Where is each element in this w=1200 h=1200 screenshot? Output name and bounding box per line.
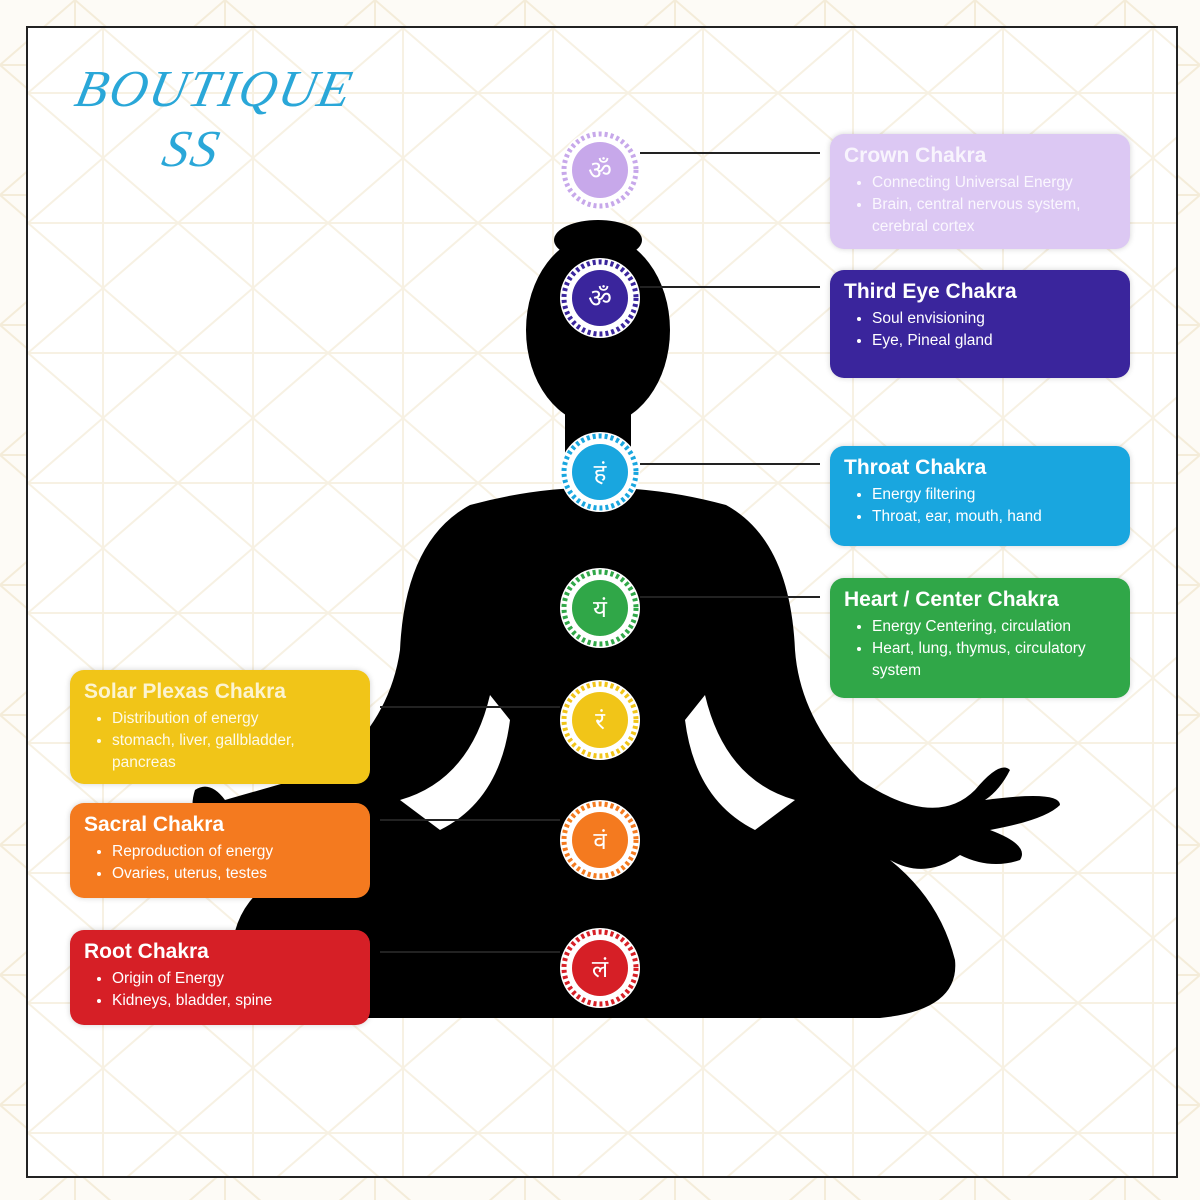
svg-text:हं: हं [594,459,608,487]
card-bullet: Energy Centering, circulation [872,616,1116,638]
card-bullet: Throat, ear, mouth, hand [872,506,1116,528]
card-bullet: Heart, lung, thymus, circulatory system [872,638,1116,682]
chakra-card-crown: Crown Chakra Connecting Universal Energy… [830,134,1130,249]
card-bullet: Brain, central nervous system, cerebral … [872,194,1116,238]
card-title: Solar Plexas Chakra [84,680,286,703]
svg-text:रं: रं [595,707,606,735]
yam-symbol-icon: यं [560,568,640,648]
svg-text:यं: यं [593,595,608,623]
card-title: Root Chakra [84,940,209,963]
ajna-symbol-icon: ॐ [560,258,640,338]
card-bullet: Distribution of energy [112,708,356,730]
chakra-card-root: Root Chakra Origin of Energy Kidneys, bl… [70,930,370,1025]
card-bullet: Ovaries, uterus, testes [112,863,356,885]
svg-text:ॐ: ॐ [588,156,612,186]
lam-symbol-icon: लं [560,928,640,1008]
card-bullet: stomach, liver, gallbladder, pancreas [112,730,356,774]
card-bullet: Reproduction of energy [112,841,356,863]
om-symbol-icon: ॐ [560,130,640,210]
card-bullet: Kidneys, bladder, spine [112,990,356,1012]
svg-text:वं: वं [593,827,607,855]
ram-symbol-icon: रं [560,680,640,760]
card-title: Crown Chakra [844,144,987,167]
chakra-badges: ॐ ॐ हं यं रं वं [560,130,640,1008]
card-title: Throat Chakra [844,456,987,479]
chakra-card-heart: Heart / Center Chakra Energy Centering, … [830,578,1130,698]
ham-symbol-icon: हं [560,432,640,512]
card-title: Sacral Chakra [84,813,225,836]
card-title: Heart / Center Chakra [844,588,1059,611]
chakra-card-solar-plexus: Solar Plexas Chakra Distribution of ener… [70,670,370,784]
chakra-card-throat: Throat Chakra Energy filtering Throat, e… [830,446,1130,546]
card-title: Third Eye Chakra [844,280,1017,303]
card-bullet: Connecting Universal Energy [872,172,1116,194]
connector-lines [380,152,820,953]
chakra-card-sacral: Sacral Chakra Reproduction of energy Ova… [70,803,370,898]
svg-text:ॐ: ॐ [588,284,612,314]
card-bullet: Energy filtering [872,484,1116,506]
vam-symbol-icon: वं [560,800,640,880]
card-bullet: Eye, Pineal gland [872,330,1116,352]
card-bullet: Origin of Energy [112,968,356,990]
chakra-card-third-eye: Third Eye Chakra Soul envisioning Eye, P… [830,270,1130,378]
svg-text:लं: लं [592,955,609,983]
card-bullet: Soul envisioning [872,308,1116,330]
